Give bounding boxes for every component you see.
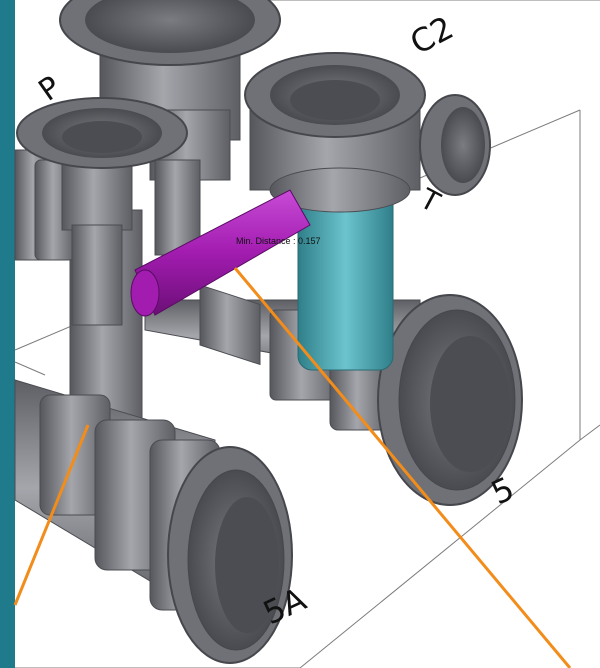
callout-line-left <box>13 424 90 606</box>
port-top-center <box>59 0 281 256</box>
cyan-highlighted-tube <box>297 189 394 371</box>
port-5a-flange <box>167 446 293 664</box>
purple-highlighted-tube <box>130 189 311 317</box>
port-5-flange <box>377 294 523 506</box>
callout-lines <box>13 267 572 668</box>
callout-line-right <box>233 267 572 668</box>
port-p <box>16 97 188 326</box>
port-c2 <box>244 52 491 213</box>
min-distance-annotation: Min. Distance : 0.157 <box>236 236 321 246</box>
